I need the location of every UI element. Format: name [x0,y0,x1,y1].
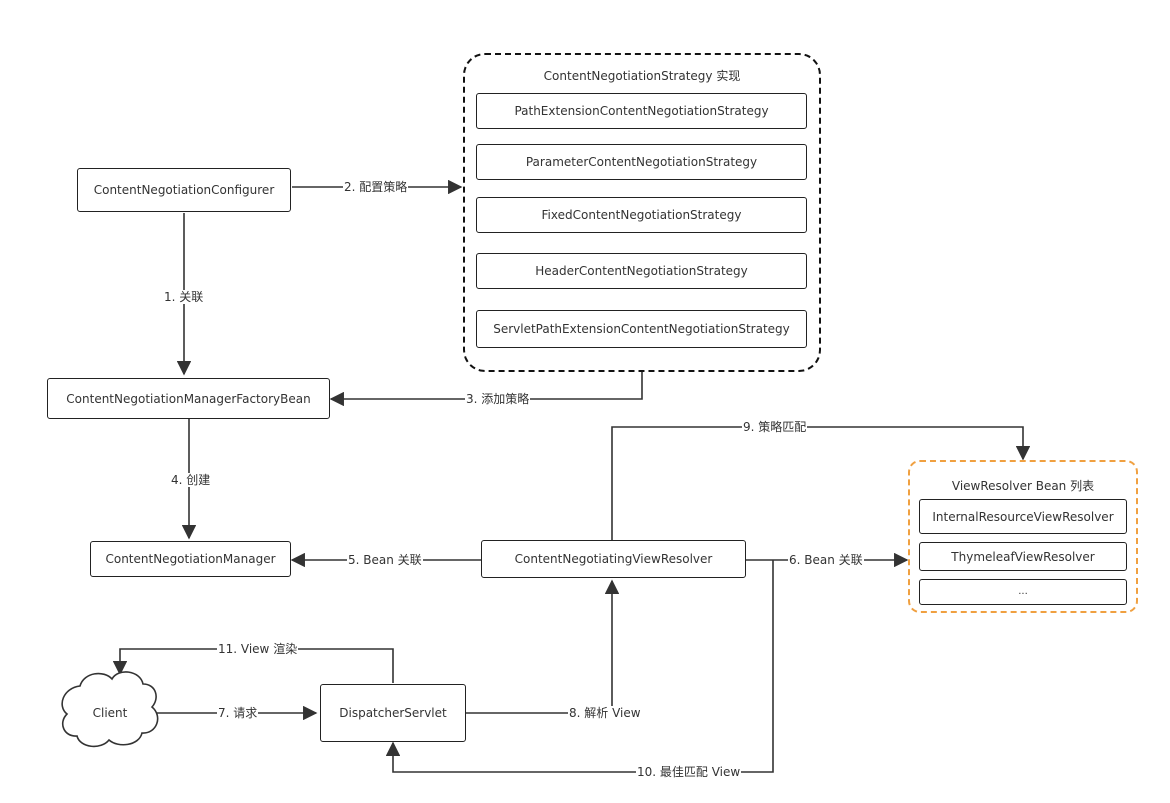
strategy-group: ContentNegotiationStrategy 实现 [463,53,821,372]
viewresolver-thymeleaf: ThymeleafViewResolver [919,542,1127,571]
strategy-header: HeaderContentNegotiationStrategy [476,253,807,289]
edge-8-line [466,579,620,714]
client-cloud [61,671,159,748]
edge-4-label: 4. 创建 [170,473,212,487]
viewresolver-more: ... [919,579,1127,605]
edge-9-line [611,426,1031,540]
edge-2-label: 2. 配置策略 [343,180,409,194]
strategy-fixed: FixedContentNegotiationStrategy [476,197,807,233]
viewresolver-group-title: ViewResolver Bean 列表 [951,479,1095,493]
node-client: Client [92,706,128,720]
edge-10-line [385,560,774,773]
edge-11-label: 11. View 渲染 [217,642,299,656]
edge-3-line [329,372,643,407]
edge-6-label: 6. Bean 关联 [788,553,864,567]
edge-5-label: 5. Bean 关联 [347,553,423,567]
viewresolver-group: ViewResolver Bean 列表 [908,460,1138,613]
node-dispatcher-servlet: DispatcherServlet [320,684,466,742]
edge-3-label: 3. 添加策略 [465,392,531,406]
strategy-parameter: ParameterContentNegotiationStrategy [476,144,807,180]
node-manager: ContentNegotiationManager [90,541,291,577]
node-factory-bean: ContentNegotiationManagerFactoryBean [47,378,330,419]
edge-9-label: 9. 策略匹配 [742,420,808,434]
node-configurer: ContentNegotiationConfigurer [77,168,291,212]
edge-8-label: 8. 解析 View [568,706,642,720]
edge-10-label: 10. 最佳匹配 View [636,765,742,779]
strategy-servlet-path-extension: ServletPathExtensionContentNegotiationSt… [476,310,807,348]
node-content-negotiating-view-resolver: ContentNegotiatingViewResolver [481,540,746,578]
viewresolver-internal-resource: InternalResourceViewResolver [919,499,1127,534]
strategy-group-title: ContentNegotiationStrategy 实现 [543,69,741,83]
strategy-path-extension: PathExtensionContentNegotiationStrategy [476,93,807,129]
edge-1-label: 1. 关联 [163,290,205,304]
edge-7-label: 7. 请求 [217,706,259,720]
